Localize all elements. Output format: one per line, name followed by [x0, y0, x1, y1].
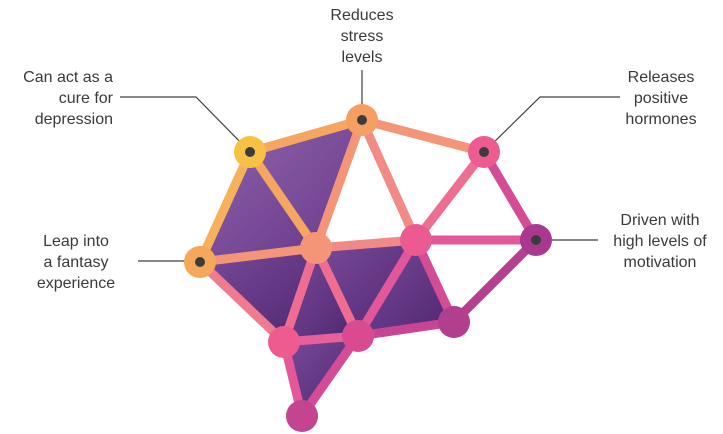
node-center-left [300, 232, 332, 264]
edge [311, 115, 367, 253]
node-dot [195, 257, 205, 267]
edge [297, 331, 363, 421]
node-dot [357, 115, 367, 125]
label-releases-hormones: Releases positive hormones [625, 69, 697, 128]
triangle-fill [200, 152, 316, 262]
edge [311, 243, 363, 341]
node-center-right [400, 224, 432, 256]
triangle-fill [250, 120, 362, 248]
node-dot [531, 235, 541, 245]
label-fantasy-experience: Leap into a fantasy experience [36, 233, 116, 292]
edge [195, 147, 255, 267]
edge [353, 317, 459, 341]
node-dot [245, 147, 255, 157]
triangle-fill [358, 240, 454, 336]
edge [357, 115, 421, 245]
connector-cure-depression [120, 96, 251, 153]
edge [311, 235, 421, 253]
node-lower-middle [342, 320, 374, 352]
edge [245, 147, 321, 253]
edge [357, 115, 489, 157]
edge [449, 235, 541, 327]
node-releases-hormones [468, 136, 500, 168]
edge [195, 257, 289, 347]
label-reduces-stress: Reduces stress levels [330, 7, 394, 66]
edge [479, 147, 541, 245]
node-lower-right [438, 306, 470, 338]
triangle-fill [284, 248, 358, 342]
node-fantasy-experience [184, 246, 216, 278]
node-bottom [286, 400, 318, 432]
network-nodes [184, 104, 552, 432]
node-cure-depression [234, 136, 266, 168]
edge [411, 147, 489, 245]
edge [195, 243, 321, 267]
triangle-fill [316, 240, 416, 336]
edge [279, 243, 321, 347]
node-high-motivation [520, 224, 552, 256]
edge [353, 235, 421, 341]
filled-triangles [200, 120, 454, 416]
node-reduces-stress [346, 104, 378, 136]
label-high-motivation: Driven with high levels of motivation [613, 212, 707, 271]
node-dot [479, 147, 489, 157]
triangle-fill [200, 248, 316, 342]
edge [245, 115, 367, 157]
node-lower-left [268, 326, 300, 358]
label-cure-depression: Can act as a cure for depression [23, 69, 113, 128]
connector-releases-hormones [483, 96, 620, 153]
